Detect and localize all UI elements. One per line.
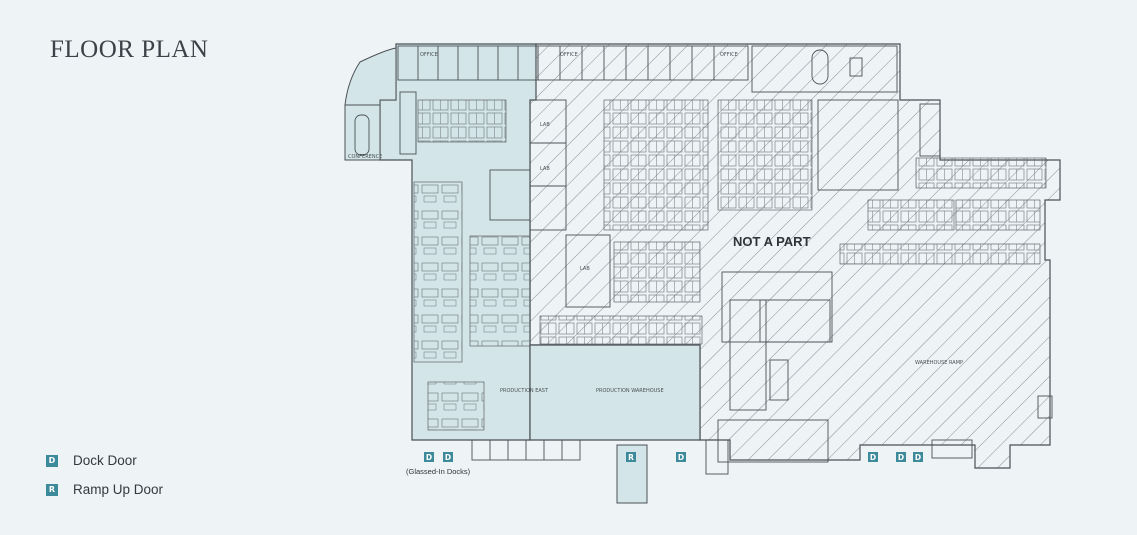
production-warehouse-label: PRODUCTION WAREHOUSE [596,388,664,394]
lab-label: LAB [540,122,550,128]
svg-text:D: D [898,453,904,462]
legend-ramp-up-door: R Ramp Up Door [46,482,163,497]
cubicle-area [417,99,1047,345]
ramp-door-icon: R [46,483,58,496]
interior-walls [354,91,1053,469]
page-title: FLOOR PLAN [50,36,209,63]
svg-text:D: D [915,453,921,462]
lab-label: LAB [540,166,550,172]
warehouse-ramp-label: WAREHOUSE RAMP [915,360,963,366]
dock-door-marker: D [896,452,906,462]
dock-door-marker: D [913,452,923,462]
svg-text:D: D [870,453,876,462]
ramp-door-marker: R [626,452,636,462]
office-label: OFFICE [420,52,438,58]
door-markers: D D R D D D D [424,452,923,462]
dock-door-marker: D [868,452,878,462]
production-east-label: PRODUCTION EAST [500,388,549,394]
office-label: OFFICE [720,52,738,58]
not-a-part-label: NOT A PART [733,234,811,249]
dock-door-marker: D [443,452,453,462]
svg-text:D: D [426,453,432,462]
legend-label: Ramp Up Door [73,482,164,497]
glassed-in-docks-label: (Glassed-In Docks) [406,467,471,476]
svg-text:D: D [445,453,451,462]
dock-door-marker: D [424,452,434,462]
dock-door-icon: D [46,454,58,467]
dock-door-marker: D [676,452,686,462]
svg-text:D: D [678,453,684,462]
conference-label: CONFERENCE [348,154,382,160]
production-desks [413,181,531,431]
lab-label: LAB [580,266,590,272]
dock-openings [471,439,973,475]
legend-label: Dock Door [73,453,137,468]
office-row-top [397,45,898,93]
svg-text:R: R [628,453,634,462]
legend-dock-door: D Dock Door [46,453,137,468]
office-label: OFFICE [560,52,578,58]
